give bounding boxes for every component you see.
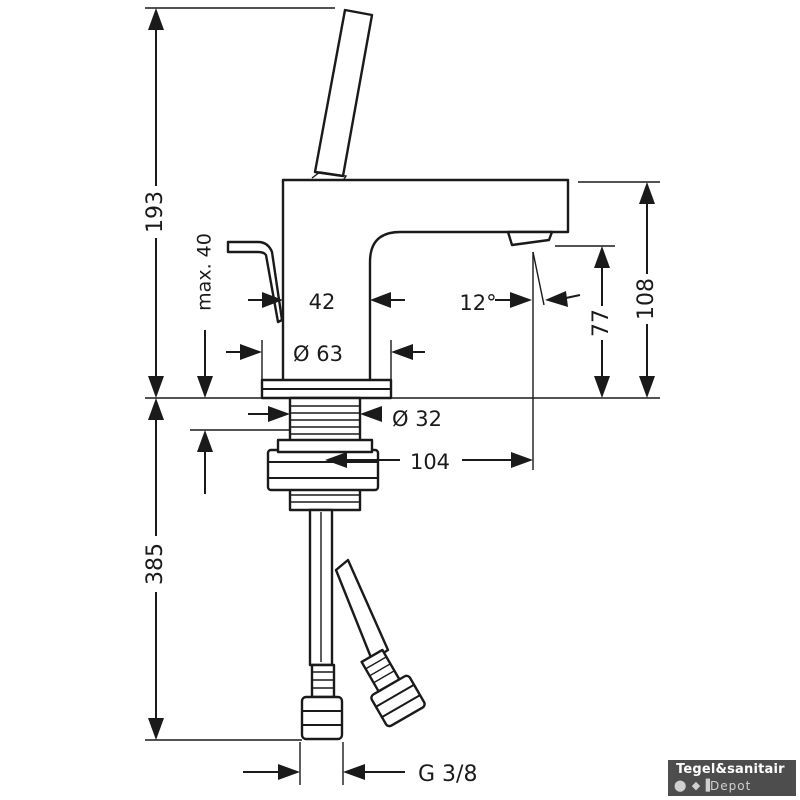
hose-nut-straight	[300, 695, 344, 741]
dim-max40: max. 40	[194, 233, 216, 494]
watermark-logo: Tegel&sanitair ⬤ ◆ ▌ Depot	[668, 760, 796, 796]
dim-77-label: 77	[589, 309, 614, 337]
hose-nut-angled	[370, 674, 426, 728]
popup-lever	[226, 240, 284, 324]
dim-63: Ø 63	[226, 342, 425, 366]
dim-32: Ø 32	[248, 406, 442, 431]
hose-fitting-straight	[310, 663, 336, 699]
dim-12deg-label: 12°	[459, 291, 496, 315]
dim-385: 385	[140, 398, 172, 740]
dim-385-label: 385	[143, 543, 168, 585]
dim-77: 77	[589, 246, 614, 398]
mounting-bracket	[266, 448, 380, 492]
dim-g38-label: G 3/8	[418, 762, 477, 787]
dim-63-label: Ø 63	[293, 342, 343, 366]
dim-108-label: 108	[634, 278, 659, 320]
lever-handle	[313, 8, 374, 178]
dim-108: 108	[634, 182, 660, 398]
dim-42-label: 42	[309, 290, 336, 314]
watermark-sub: Depot	[710, 779, 752, 793]
dim-193-label: 193	[143, 191, 168, 233]
dim-max40-label: max. 40	[194, 233, 216, 311]
dim-104: 104	[325, 450, 533, 474]
watermark-icons: ⬤ ◆ ▌	[674, 779, 716, 792]
hose-angled	[334, 558, 390, 662]
dim-12deg: 12°	[459, 291, 581, 315]
watermark-brand: Tegel&sanitair	[676, 762, 785, 777]
dim-104-label: 104	[410, 450, 450, 474]
dim-g38: G 3/8	[243, 762, 477, 787]
extension-lines	[145, 7, 660, 785]
faucet-body	[281, 178, 570, 380]
dim-42: 42	[248, 290, 405, 314]
aerator	[506, 230, 554, 247]
dim-32-label: Ø 32	[392, 407, 442, 431]
dim-193: 193	[140, 8, 172, 398]
mounting-nut	[276, 438, 374, 454]
